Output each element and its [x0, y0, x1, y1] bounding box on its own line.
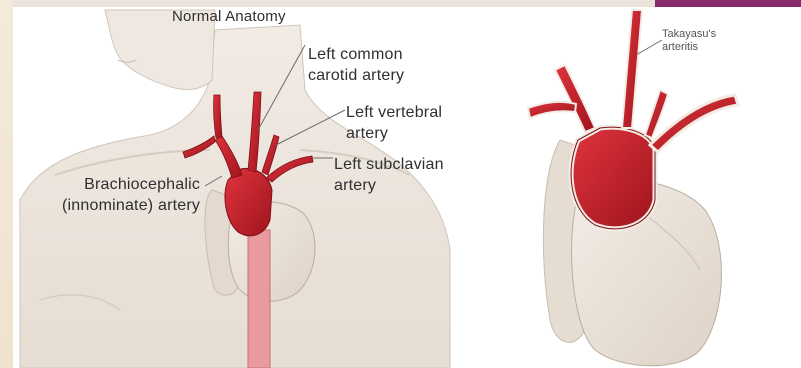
label-left-vertebral: Left vertebral artery [346, 102, 442, 144]
figure-title: Normal Anatomy [172, 6, 286, 27]
takayasu-figure [528, 10, 738, 366]
label-brachiocephalic: Brachiocephalic (innominate) artery [62, 174, 200, 216]
label-line: Left common [308, 44, 404, 65]
label-line: Takayasu's [662, 28, 716, 41]
label-line: artery [334, 175, 444, 196]
central-carotid [622, 10, 642, 128]
label-left-subclavian: Left subclavian artery [334, 154, 444, 196]
label-line: arteritis [662, 41, 716, 54]
label-line: Brachiocephalic [62, 174, 200, 195]
label-line: Left vertebral [346, 102, 442, 123]
label-line: carotid artery [308, 65, 404, 86]
aortic-arch-thickened [571, 127, 655, 229]
right-branch [555, 65, 595, 132]
label-line: artery [346, 123, 442, 144]
label-left-common-carotid: Left common carotid artery [308, 44, 404, 86]
right-branch-lateral [528, 102, 576, 118]
descending-aorta [248, 230, 270, 368]
label-line: Left subclavian [334, 154, 444, 175]
label-takayasu: Takayasu's arteritis [662, 28, 716, 54]
aortic-arch [225, 168, 272, 235]
label-line: (innominate) artery [62, 195, 200, 216]
